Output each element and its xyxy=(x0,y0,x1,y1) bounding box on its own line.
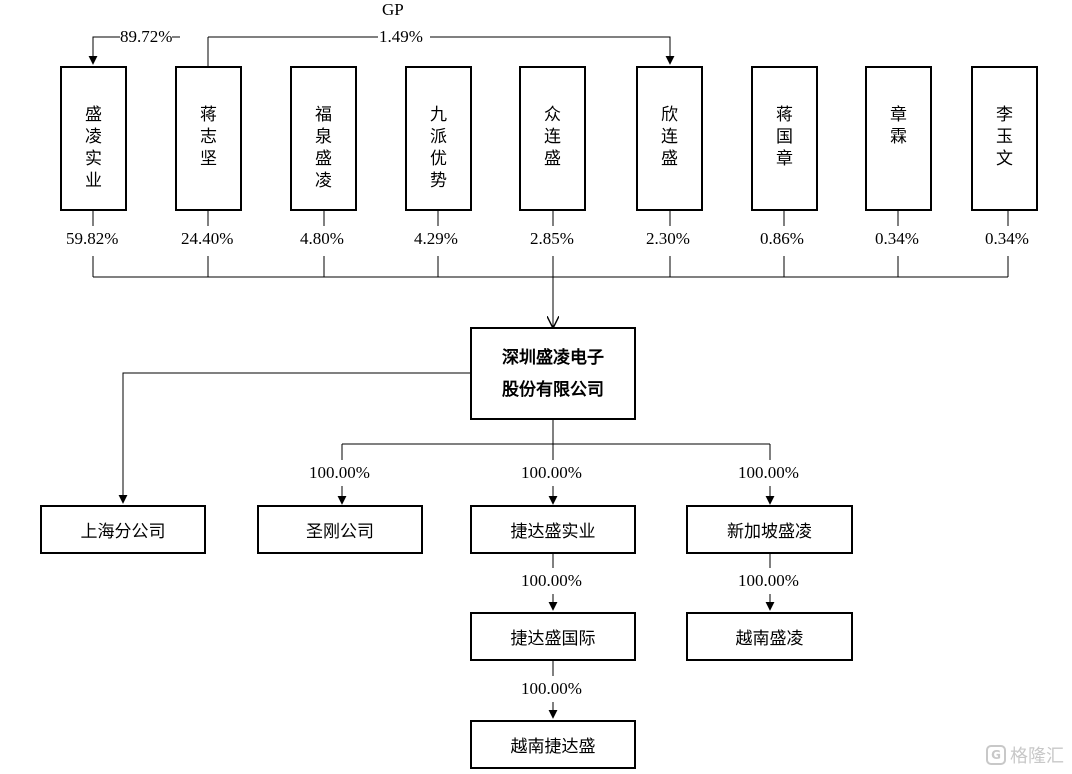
shareholder-name: 李玉文 xyxy=(996,105,1013,169)
gp-right-percentage: 1.49% xyxy=(379,27,423,47)
subsidiary-box-shenggang: 圣刚公司 xyxy=(257,505,423,554)
shareholding-percentage: 2.30% xyxy=(646,229,690,248)
subsidiary-name: 越南盛凌 xyxy=(735,629,804,649)
shareholding-percentage: 0.86% xyxy=(760,229,804,248)
watermark: G 格隆汇 xyxy=(986,742,1064,768)
subsidiary-name: 捷达盛实业 xyxy=(510,522,596,542)
shareholder-name: 九派优势 xyxy=(430,105,447,191)
gp-label: GP xyxy=(382,0,404,19)
shareholder-name: 蒋志坚 xyxy=(200,105,217,169)
company-name: 深圳盛凌电子 股份有限公司 xyxy=(502,347,604,400)
shareholder-name: 盛凌实业 xyxy=(85,105,102,191)
shareholding-percentage: 0.34% xyxy=(985,229,1029,248)
shareholder-box-li-yuwen: 李玉文 xyxy=(971,66,1038,211)
subsidiary-percentage: 100.00% xyxy=(738,463,799,482)
shareholder-box-fuquan-shengling: 福泉盛凌 xyxy=(290,66,357,211)
subsidiary-percentage: 100.00% xyxy=(521,679,582,698)
subsidiary-name: 圣刚公司 xyxy=(306,522,374,542)
shareholder-box-xinlian-sheng: 欣连盛 xyxy=(636,66,703,211)
watermark-text: 格隆汇 xyxy=(1010,746,1064,767)
gelonghui-logo-icon: G xyxy=(986,745,1006,765)
subsidiary-percentage: 100.00% xyxy=(738,571,799,590)
shareholder-box-zhonglian-sheng: 众连盛 xyxy=(519,66,586,211)
subsidiary-name: 捷达盛国际 xyxy=(510,629,596,649)
branch-box-shanghai: 上海分公司 xyxy=(40,505,206,554)
shareholding-percentage: 4.80% xyxy=(300,229,344,248)
gp-left-percentage: 89.72% xyxy=(120,27,173,47)
subsidiary-box-jiedasheng-guoji: 捷达盛国际 xyxy=(470,612,636,661)
shareholding-percentage: 24.40% xyxy=(181,229,234,248)
subsidiary-percentage: 100.00% xyxy=(309,463,370,482)
subsidiary-percentage: 100.00% xyxy=(521,463,582,482)
subsidiary-percentage: 100.00% xyxy=(521,571,582,590)
subsidiary-name: 越南捷达盛 xyxy=(510,737,596,757)
branch-name: 上海分公司 xyxy=(80,522,166,542)
shareholder-box-jiang-guozhang: 蒋国章 xyxy=(751,66,818,211)
subsidiary-box-vietnam-shengling: 越南盛凌 xyxy=(686,612,853,661)
shareholder-name: 福泉盛凌 xyxy=(315,105,332,191)
company-box-shenzhen-shengling: 深圳盛凌电子 股份有限公司 xyxy=(470,327,636,420)
shareholder-name: 蒋国章 xyxy=(776,105,793,169)
shareholding-percentage: 2.85% xyxy=(530,229,574,248)
shareholder-box-jiupai-youshi: 九派优势 xyxy=(405,66,472,211)
shareholder-name: 章霖 xyxy=(890,105,907,147)
subsidiary-box-vietnam-jiedasheng: 越南捷达盛 xyxy=(470,720,636,769)
shareholding-percentage: 4.29% xyxy=(414,229,458,248)
shareholder-box-jiang-zhijian: 蒋志坚 xyxy=(175,66,242,211)
shareholding-percentage: 0.34% xyxy=(875,229,919,248)
shareholder-box-shengling-shiye: 盛凌实业 xyxy=(60,66,127,211)
shareholder-box-zhang-lin: 章霖 xyxy=(865,66,932,211)
shareholding-percentage: 59.82% xyxy=(66,229,119,248)
subsidiary-name: 新加坡盛凌 xyxy=(727,522,812,542)
shareholder-name: 众连盛 xyxy=(544,105,561,169)
shareholder-name: 欣连盛 xyxy=(661,105,678,169)
subsidiary-box-jiedasheng-shiye: 捷达盛实业 xyxy=(470,505,636,554)
subsidiary-box-singapore-shengling: 新加坡盛凌 xyxy=(686,505,853,554)
